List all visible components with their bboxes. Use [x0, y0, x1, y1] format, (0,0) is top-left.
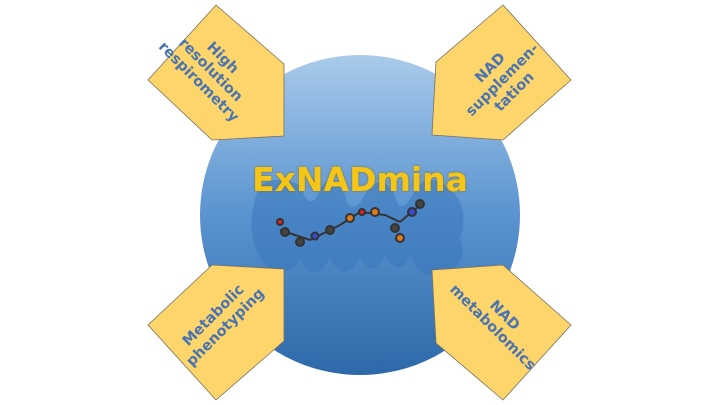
arrow-box-bottom-right	[431, 264, 572, 401]
nad-molecule-icon	[276, 199, 425, 247]
arrow-box-top-right	[431, 4, 572, 141]
mitochondrion-shape	[251, 180, 464, 276]
arrow-box-bottom-left	[147, 264, 285, 401]
project-title: ExNADmina	[252, 160, 468, 199]
arrow-box-top-left	[147, 4, 285, 141]
